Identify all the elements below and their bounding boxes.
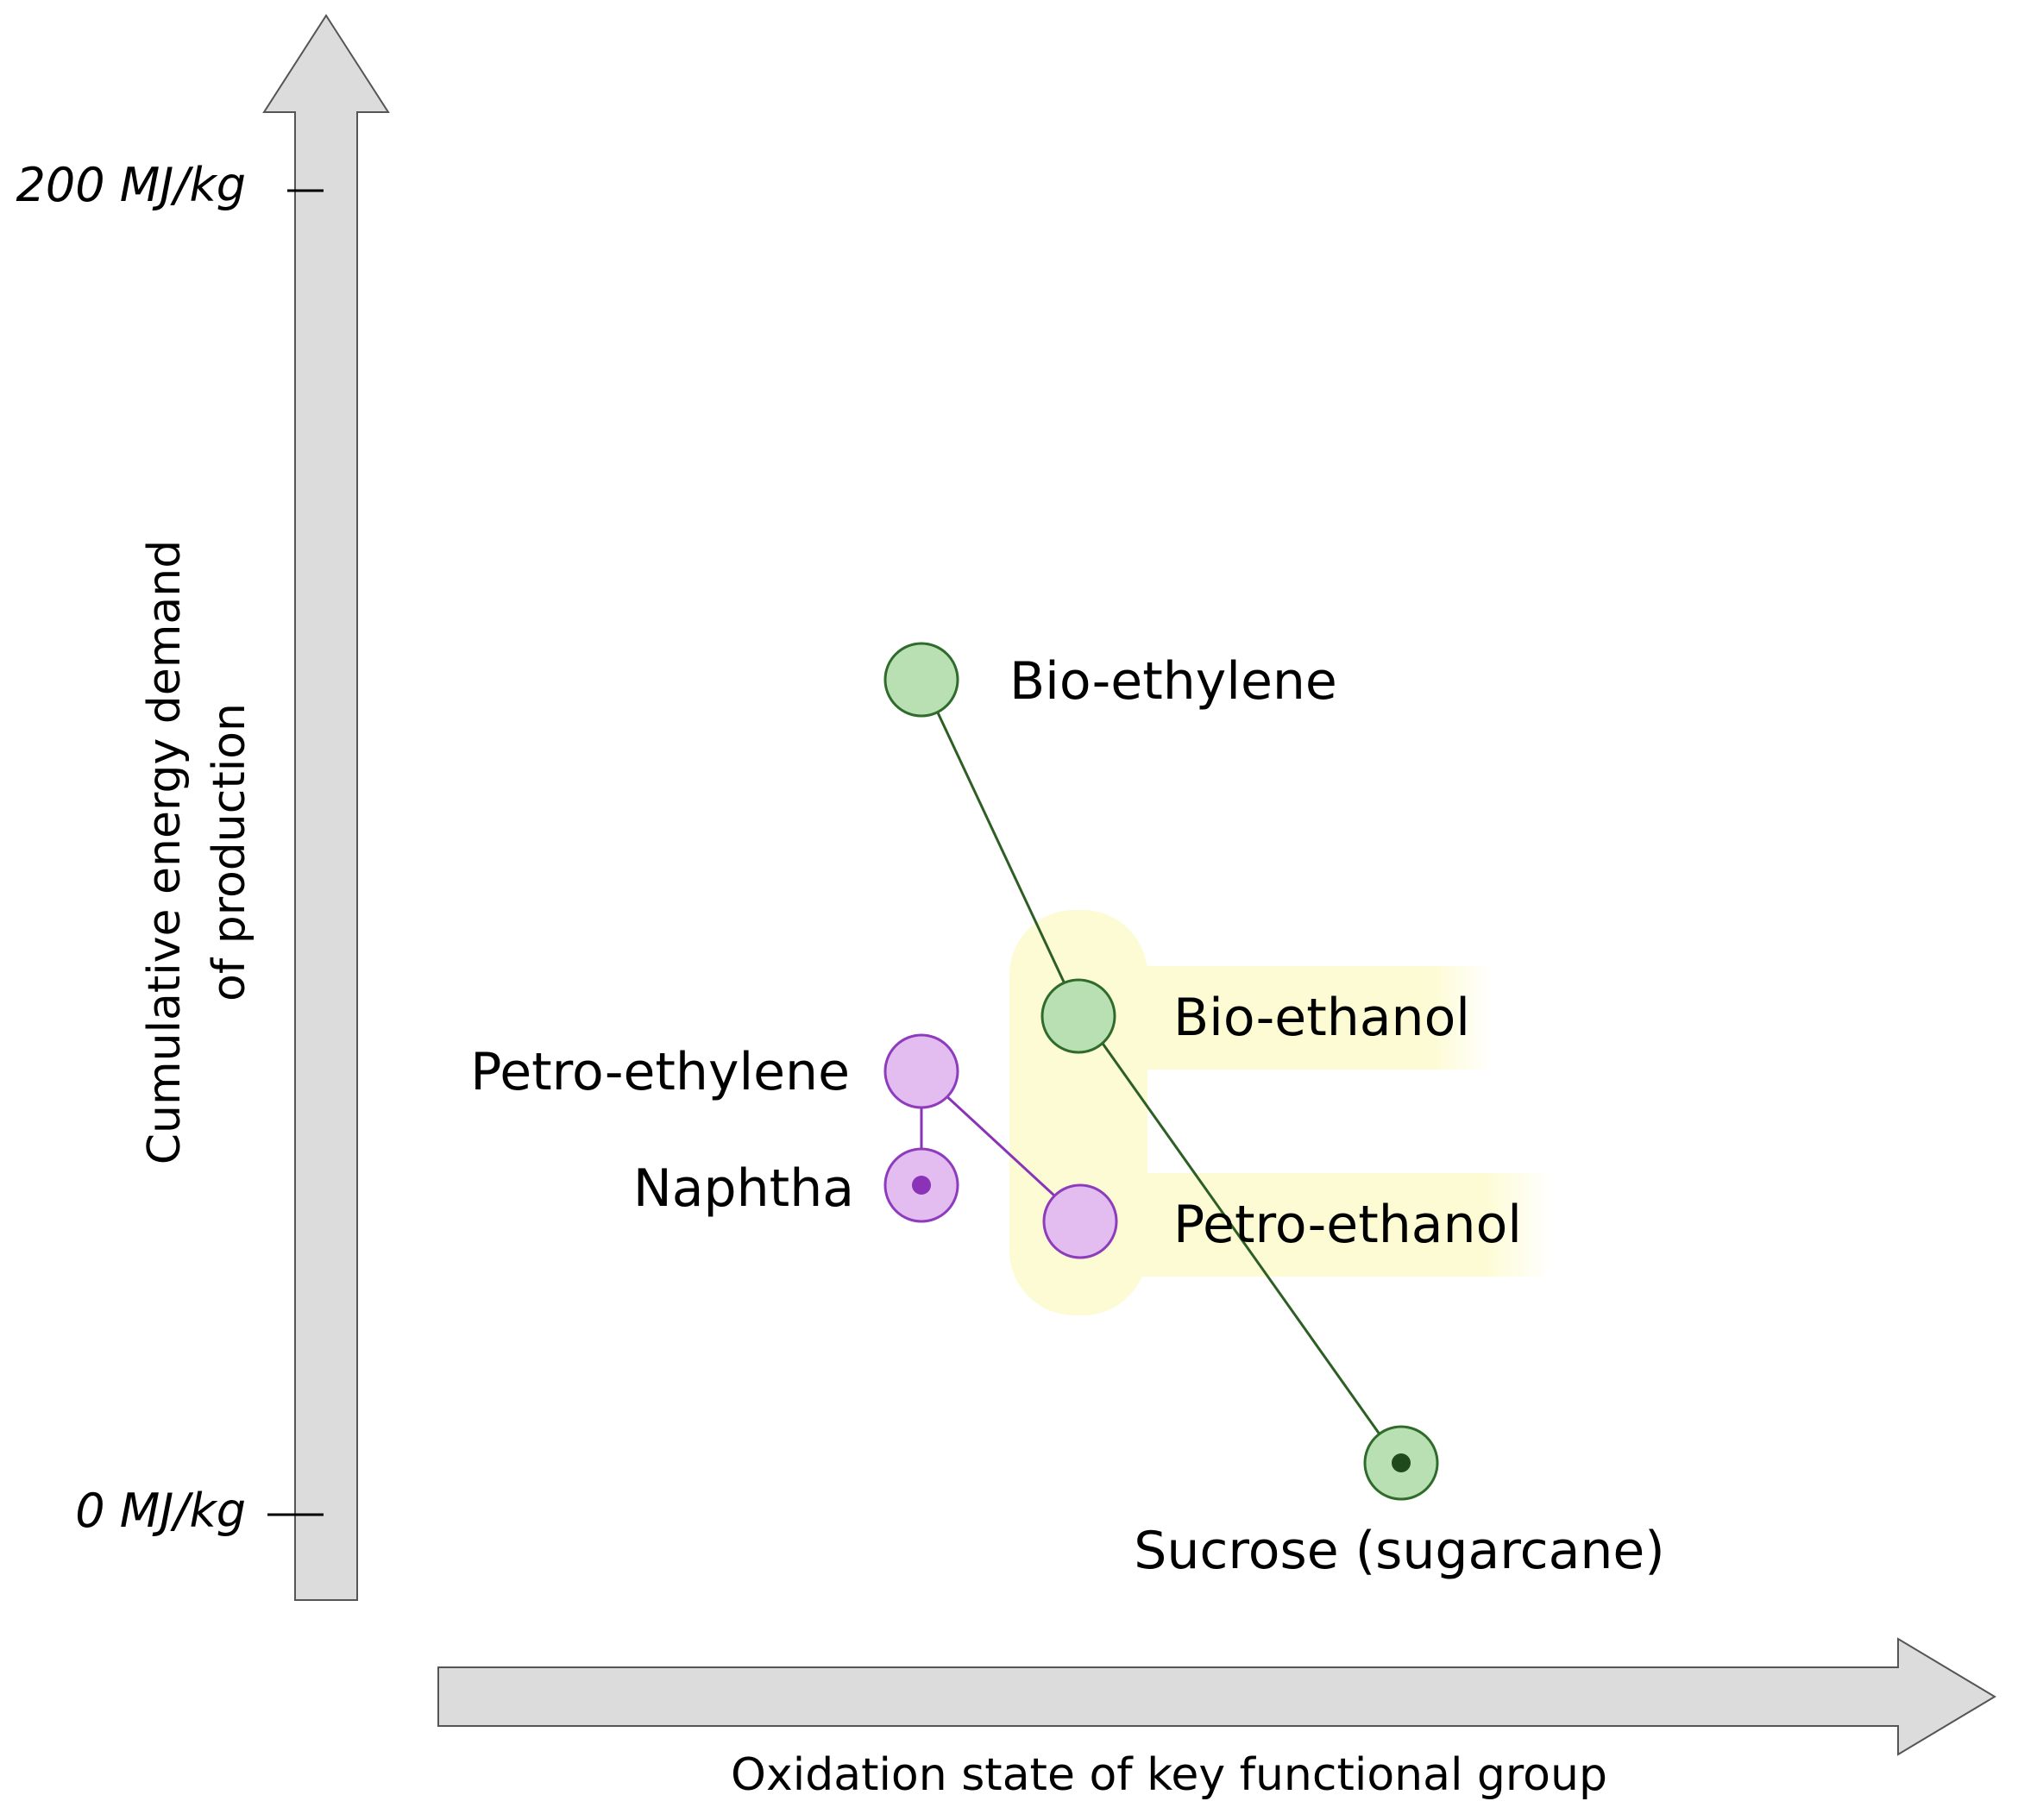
bio-ethylene-label: Bio-ethylene [1009, 651, 1337, 712]
x-axis-arrow [437, 1637, 1996, 1756]
petro-ethylene-label: Petro-ethylene [470, 1042, 850, 1102]
y-axis-arrow [262, 14, 390, 1601]
node-bio-ethanol: Bio-ethanol [1040, 978, 1470, 1054]
tick-label-0: 0 MJ/kg [75, 1484, 246, 1538]
petro-ethylene-circle [883, 1033, 959, 1109]
y-axis-title-line1: Cumulative energy demand [139, 540, 191, 1165]
petro-ethanol-label: Petro-ethanol [1173, 1195, 1522, 1255]
node-petro-ethylene: Petro-ethylene [470, 1033, 959, 1109]
naphtha-label: Naphtha [633, 1158, 854, 1219]
sucrose-label: Sucrose (sugarcane) [1134, 1521, 1664, 1581]
y-axis-title: Cumulative energy demand of production [139, 540, 255, 1165]
y-axis-title-line2: of production [204, 703, 255, 1001]
naphtha-origin-dot [912, 1176, 931, 1195]
petro-ethanol-circle [1042, 1183, 1118, 1259]
tick-label-200: 200 MJ/kg [16, 158, 247, 212]
sucrose-origin-dot [1392, 1453, 1411, 1472]
arrow-sucrose-to-bioethanol [1081, 1014, 1403, 1465]
node-sucrose: Sucrose (sugarcane) [1134, 1425, 1665, 1581]
node-bio-ethylene: Bio-ethylene [883, 642, 1337, 718]
bio-ethanol-circle [1040, 978, 1116, 1054]
bio-ethanol-label: Bio-ethanol [1173, 988, 1470, 1048]
bio-pathway [921, 678, 1403, 1465]
node-naphtha: Naphtha [633, 1147, 959, 1223]
bio-ethylene-circle [883, 642, 959, 718]
x-axis-title: Oxidation state of key functional group [731, 1749, 1607, 1801]
node-petro-ethanol: Petro-ethanol [1042, 1183, 1522, 1259]
arrow-bioethanol-to-bioethylene [921, 678, 1076, 1005]
